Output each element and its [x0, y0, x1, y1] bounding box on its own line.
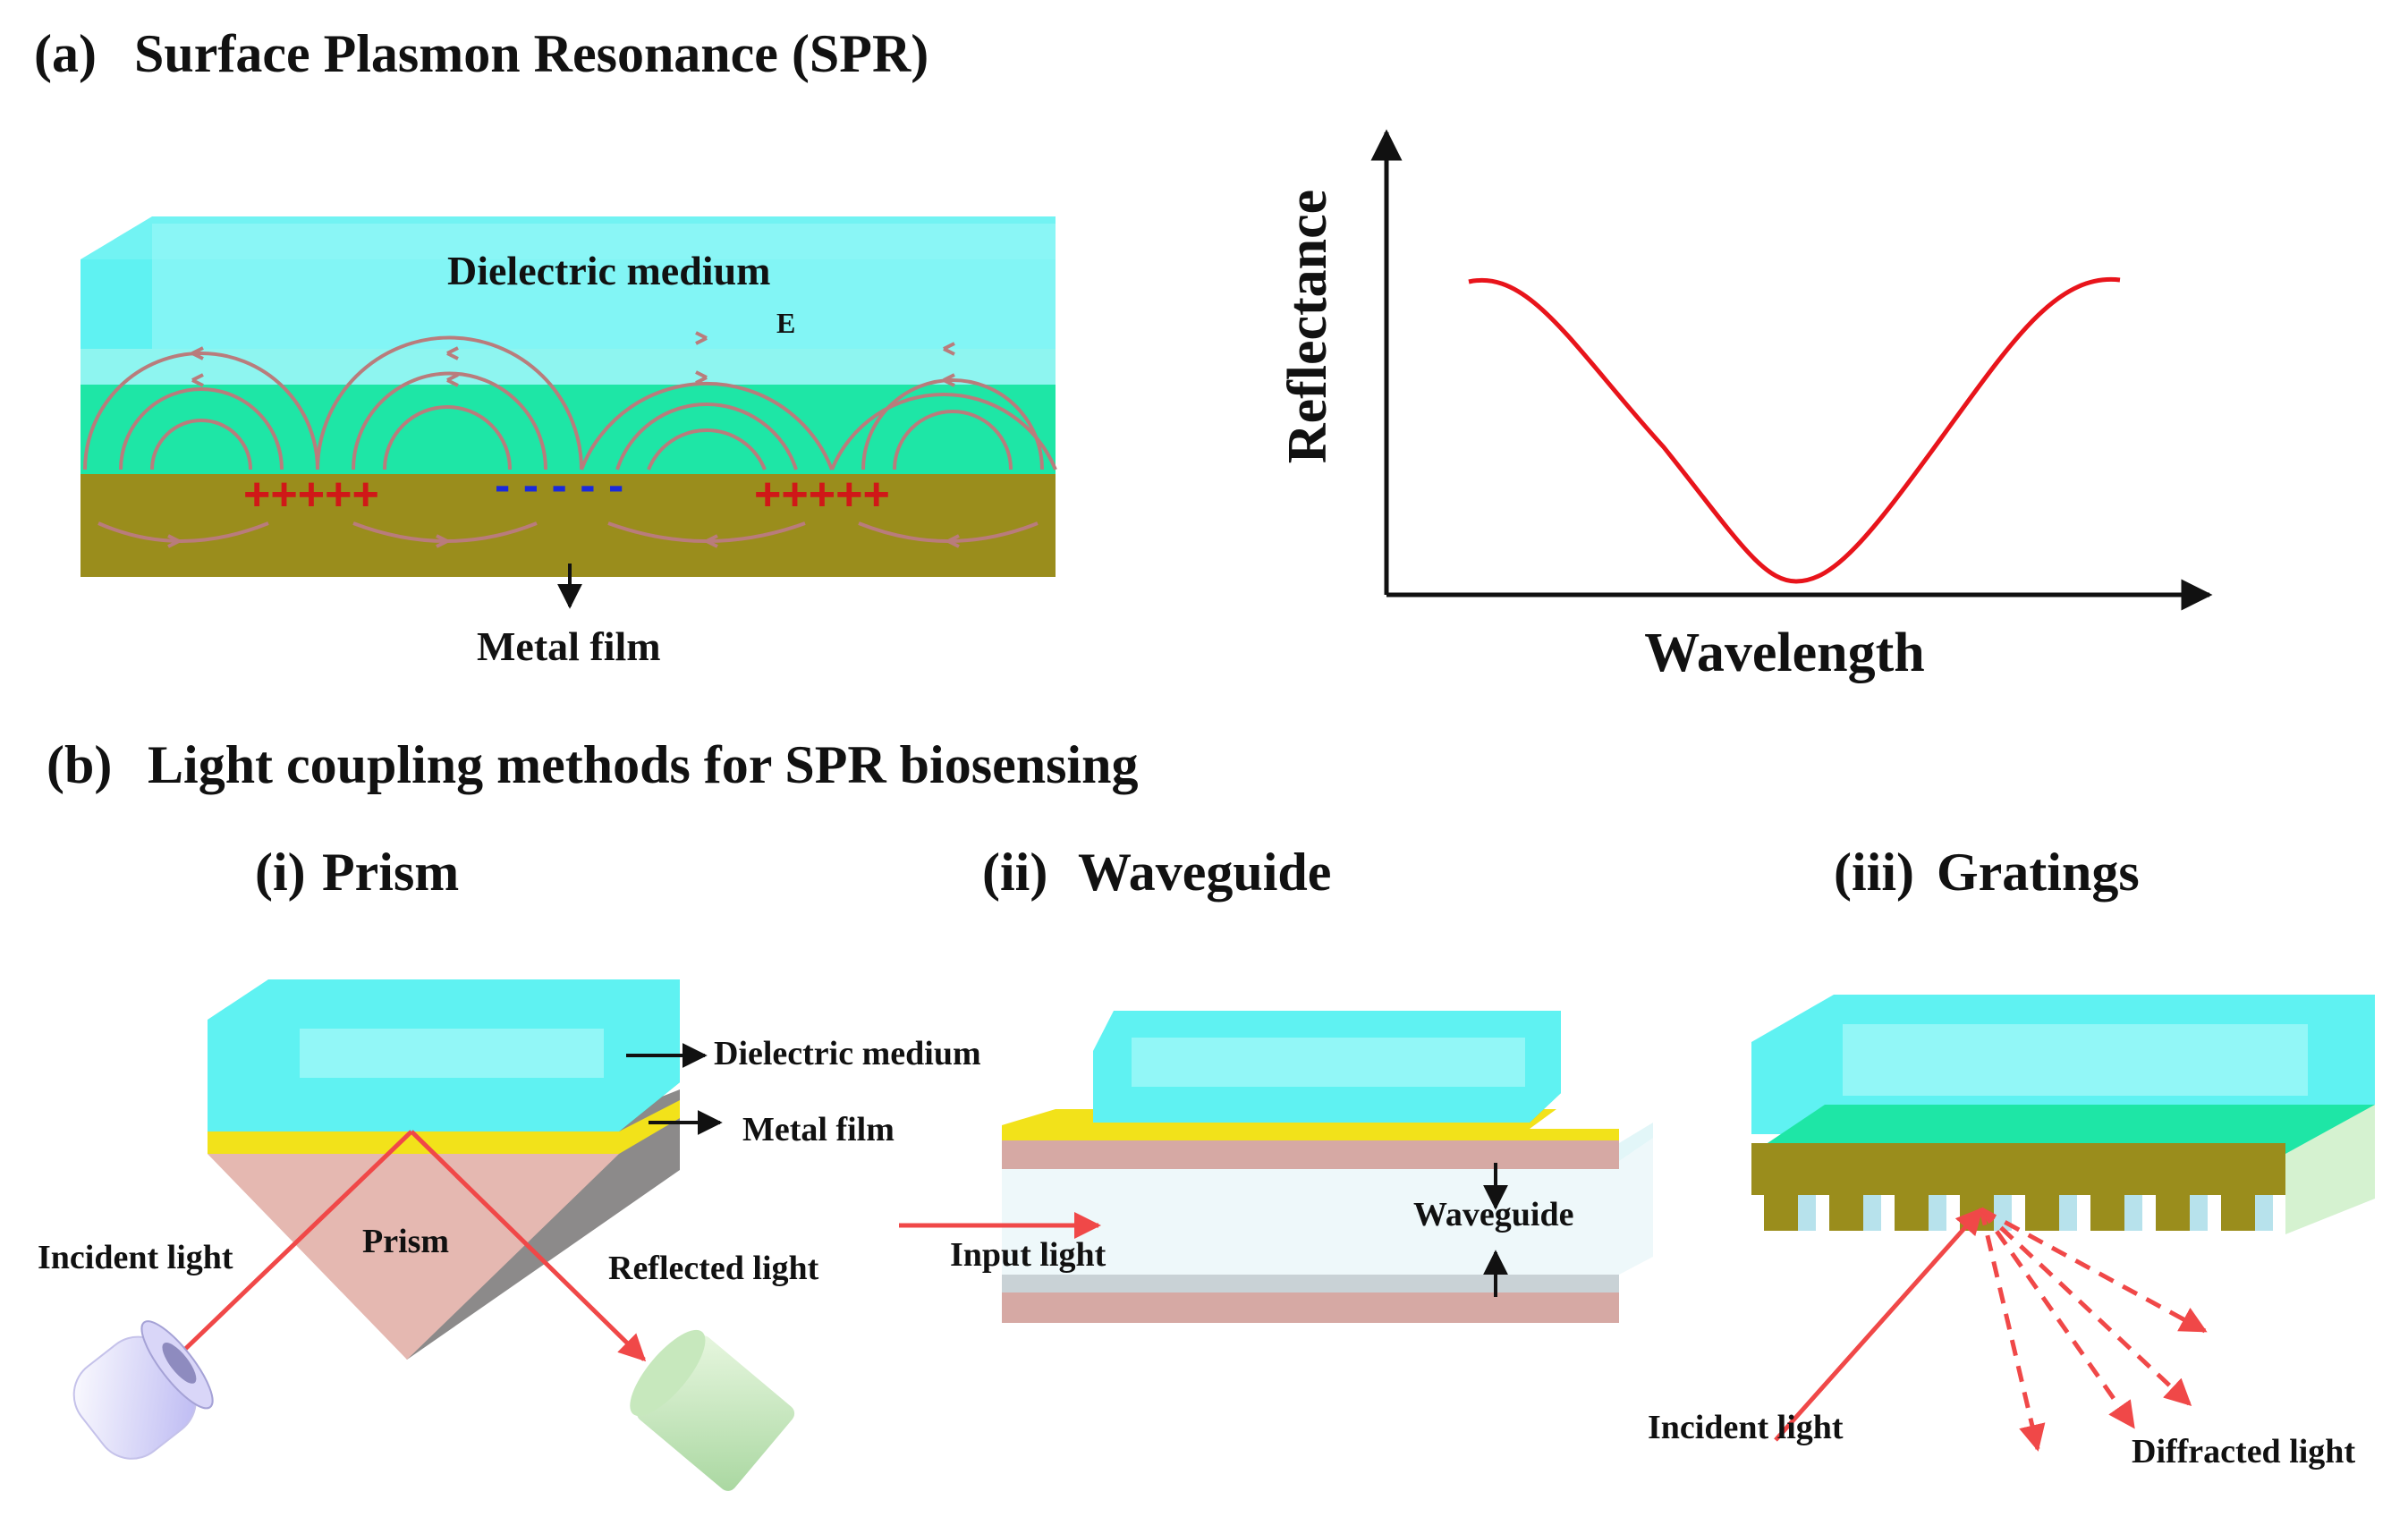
field-arc [580, 381, 834, 470]
grating-diffracted-label: Diffracted light [2132, 1433, 2355, 1470]
grating-rays: Incident light Diffracted light [1648, 1207, 2355, 1470]
gratings-heading: Gratings [1937, 843, 2140, 902]
grating-gap [2190, 1195, 2208, 1231]
panel-b-title: Light coupling methods for SPR biosensin… [148, 735, 1138, 794]
grating-tooth [1764, 1195, 1798, 1231]
dielectric-light-band [81, 349, 1056, 385]
prism-dielectric-label: Dielectric medium [714, 1035, 981, 1072]
prism-heading: Prism [322, 843, 459, 902]
prism-incident-ray [177, 1130, 413, 1357]
panel-a-title: Surface Plasmon Resonance (SPR) [134, 24, 928, 83]
prism-body [208, 1154, 619, 1360]
grating-metal-layer [1751, 1143, 2285, 1195]
waveguide-dielectric-inner [1132, 1038, 1525, 1087]
waveguide-bottom-edge [1002, 1275, 1619, 1292]
waveguide-input-label: Input light [950, 1236, 1106, 1274]
field-arc-lower [98, 521, 269, 543]
waveguide-core [1002, 1136, 1653, 1275]
diffracted-ray [1980, 1207, 2208, 1334]
positive-charges: +++++ [243, 469, 379, 521]
grating-tooth [2025, 1195, 2059, 1231]
negative-charges: - - - - - [495, 460, 623, 512]
grating-coupler [1751, 995, 2375, 1234]
positive-charges-2: +++++ [754, 469, 890, 521]
spr-slab [81, 216, 1056, 577]
detector [630, 1329, 795, 1491]
grating-incident-label: Incident light [1648, 1409, 1844, 1446]
waveguide-coupler: Waveguide Input light [899, 1011, 1653, 1323]
light-source-lens [72, 1320, 214, 1460]
grating-tooth [2221, 1195, 2255, 1231]
prism-gold-film [208, 1100, 680, 1154]
grating-tooth [2090, 1195, 2124, 1231]
prism-incident-label: Incident light [38, 1239, 233, 1276]
waveguide-numeral: (ii) [982, 843, 1047, 902]
diffracted-ray [1980, 1208, 2192, 1407]
reflectance-dip-curve [1468, 276, 2121, 584]
prism-reflected-label: Reflected light [608, 1250, 819, 1287]
field-arc [119, 387, 284, 470]
prism-coupler: Dielectric medium Metal film Prism Incid… [38, 979, 981, 1491]
y-axis-label: Reflectance [1277, 190, 1338, 463]
gratings-numeral: (iii) [1834, 843, 1914, 902]
grating-tooth [2156, 1195, 2190, 1231]
field-arc [83, 352, 319, 470]
diffracted-ray [1979, 1208, 2046, 1452]
waveguide-heading: Waveguide [1078, 843, 1331, 902]
field-e-label: E [776, 307, 795, 339]
field-arc [352, 371, 547, 470]
prism-dielectric-inner [300, 1029, 604, 1078]
prism-metal-label: Metal film [742, 1111, 895, 1148]
grating-tooth [1829, 1195, 1863, 1231]
grating-gap [1863, 1195, 1881, 1231]
prism-numeral: (i) [255, 843, 306, 902]
field-arc [647, 428, 767, 470]
prism-label: Prism [362, 1223, 449, 1260]
field-arc [316, 335, 583, 470]
field-arc [383, 405, 512, 470]
panel-b-letter: (b) [47, 735, 112, 794]
grating-teeth [1764, 1195, 2273, 1231]
grating-gap [1798, 1195, 1816, 1231]
grating-gap [2255, 1195, 2273, 1231]
prism-reflected-ray [410, 1130, 647, 1362]
x-axis-label: Wavelength [1644, 623, 1924, 683]
metal-film-layer [81, 474, 1056, 577]
waveguide-bottom-cladding [1002, 1292, 1619, 1323]
waveguide-top-cladding [1002, 1140, 1619, 1169]
diffracted-ray [1979, 1208, 2136, 1429]
metal-film-label: Metal film [477, 623, 661, 669]
grating-incident-ray [1774, 1207, 1983, 1442]
field-arc [615, 403, 798, 470]
diffracted-rays [1979, 1207, 2208, 1452]
reflectance-plot: Reflectance Wavelength [1277, 129, 2213, 683]
panel-a-letter: (a) [34, 24, 97, 83]
dielectric-inner-glass [152, 224, 1056, 349]
grating-dielectric-inner [1843, 1024, 2308, 1096]
field-arc [861, 378, 1044, 470]
grating-sensing-layer [1751, 1105, 2375, 1154]
field-lines [83, 331, 1057, 548]
grating-gap [2059, 1195, 2077, 1231]
field-arc [150, 419, 252, 470]
field-arc [893, 410, 1013, 470]
grating-tooth [1895, 1195, 1929, 1231]
waveguide-label: Waveguide [1413, 1196, 1573, 1233]
grating-gap [1929, 1195, 1946, 1231]
dielectric-medium-label: Dielectric medium [447, 248, 770, 293]
grating-gap [2124, 1195, 2142, 1231]
